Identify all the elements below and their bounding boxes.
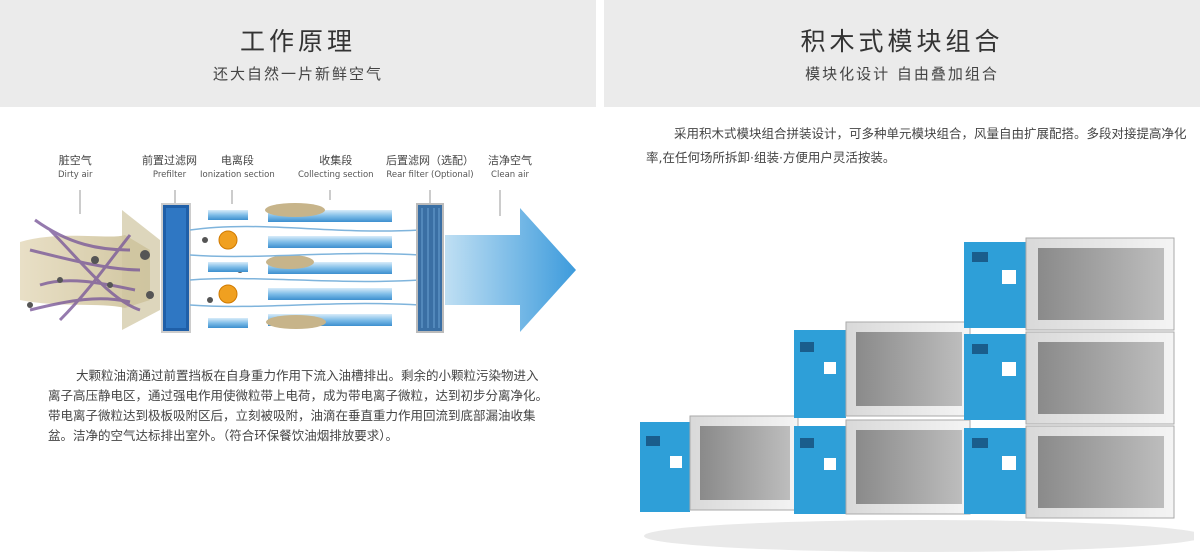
- modular-units-illustration: [640, 237, 1194, 552]
- modular-banner: 积木式模块组合 模块化设计 自由叠加组合: [604, 0, 1200, 107]
- principle-description: 大颗粒油滴通过前置挡板在自身重力作用下流入油槽排出。剩余的小颗粒污染物进入离子高…: [48, 368, 549, 443]
- purification-diagram: [20, 190, 576, 333]
- panel-divider: [596, 0, 604, 108]
- principle-banner: 工作原理 还大自然一片新鲜空气: [0, 0, 596, 107]
- principle-subtitle: 还大自然一片新鲜空气: [212, 65, 383, 83]
- modular-description: 采用积木式模块组合拼装设计，可多种单元模块组合，风量自由扩展配搭。多段对接提高净…: [646, 126, 1187, 165]
- modular-panel: 积木式模块组合 模块化设计 自由叠加组合 采用积木式模块组合拼装设计，可多种单元…: [604, 0, 1200, 554]
- label-rear-filter: 后置滤网（选配）Rear filter (Optional): [386, 154, 474, 180]
- modular-title: 积木式模块组合: [800, 27, 1004, 56]
- modular-subtitle: 模块化设计 自由叠加组合: [805, 65, 999, 83]
- principle-title: 工作原理: [239, 27, 356, 56]
